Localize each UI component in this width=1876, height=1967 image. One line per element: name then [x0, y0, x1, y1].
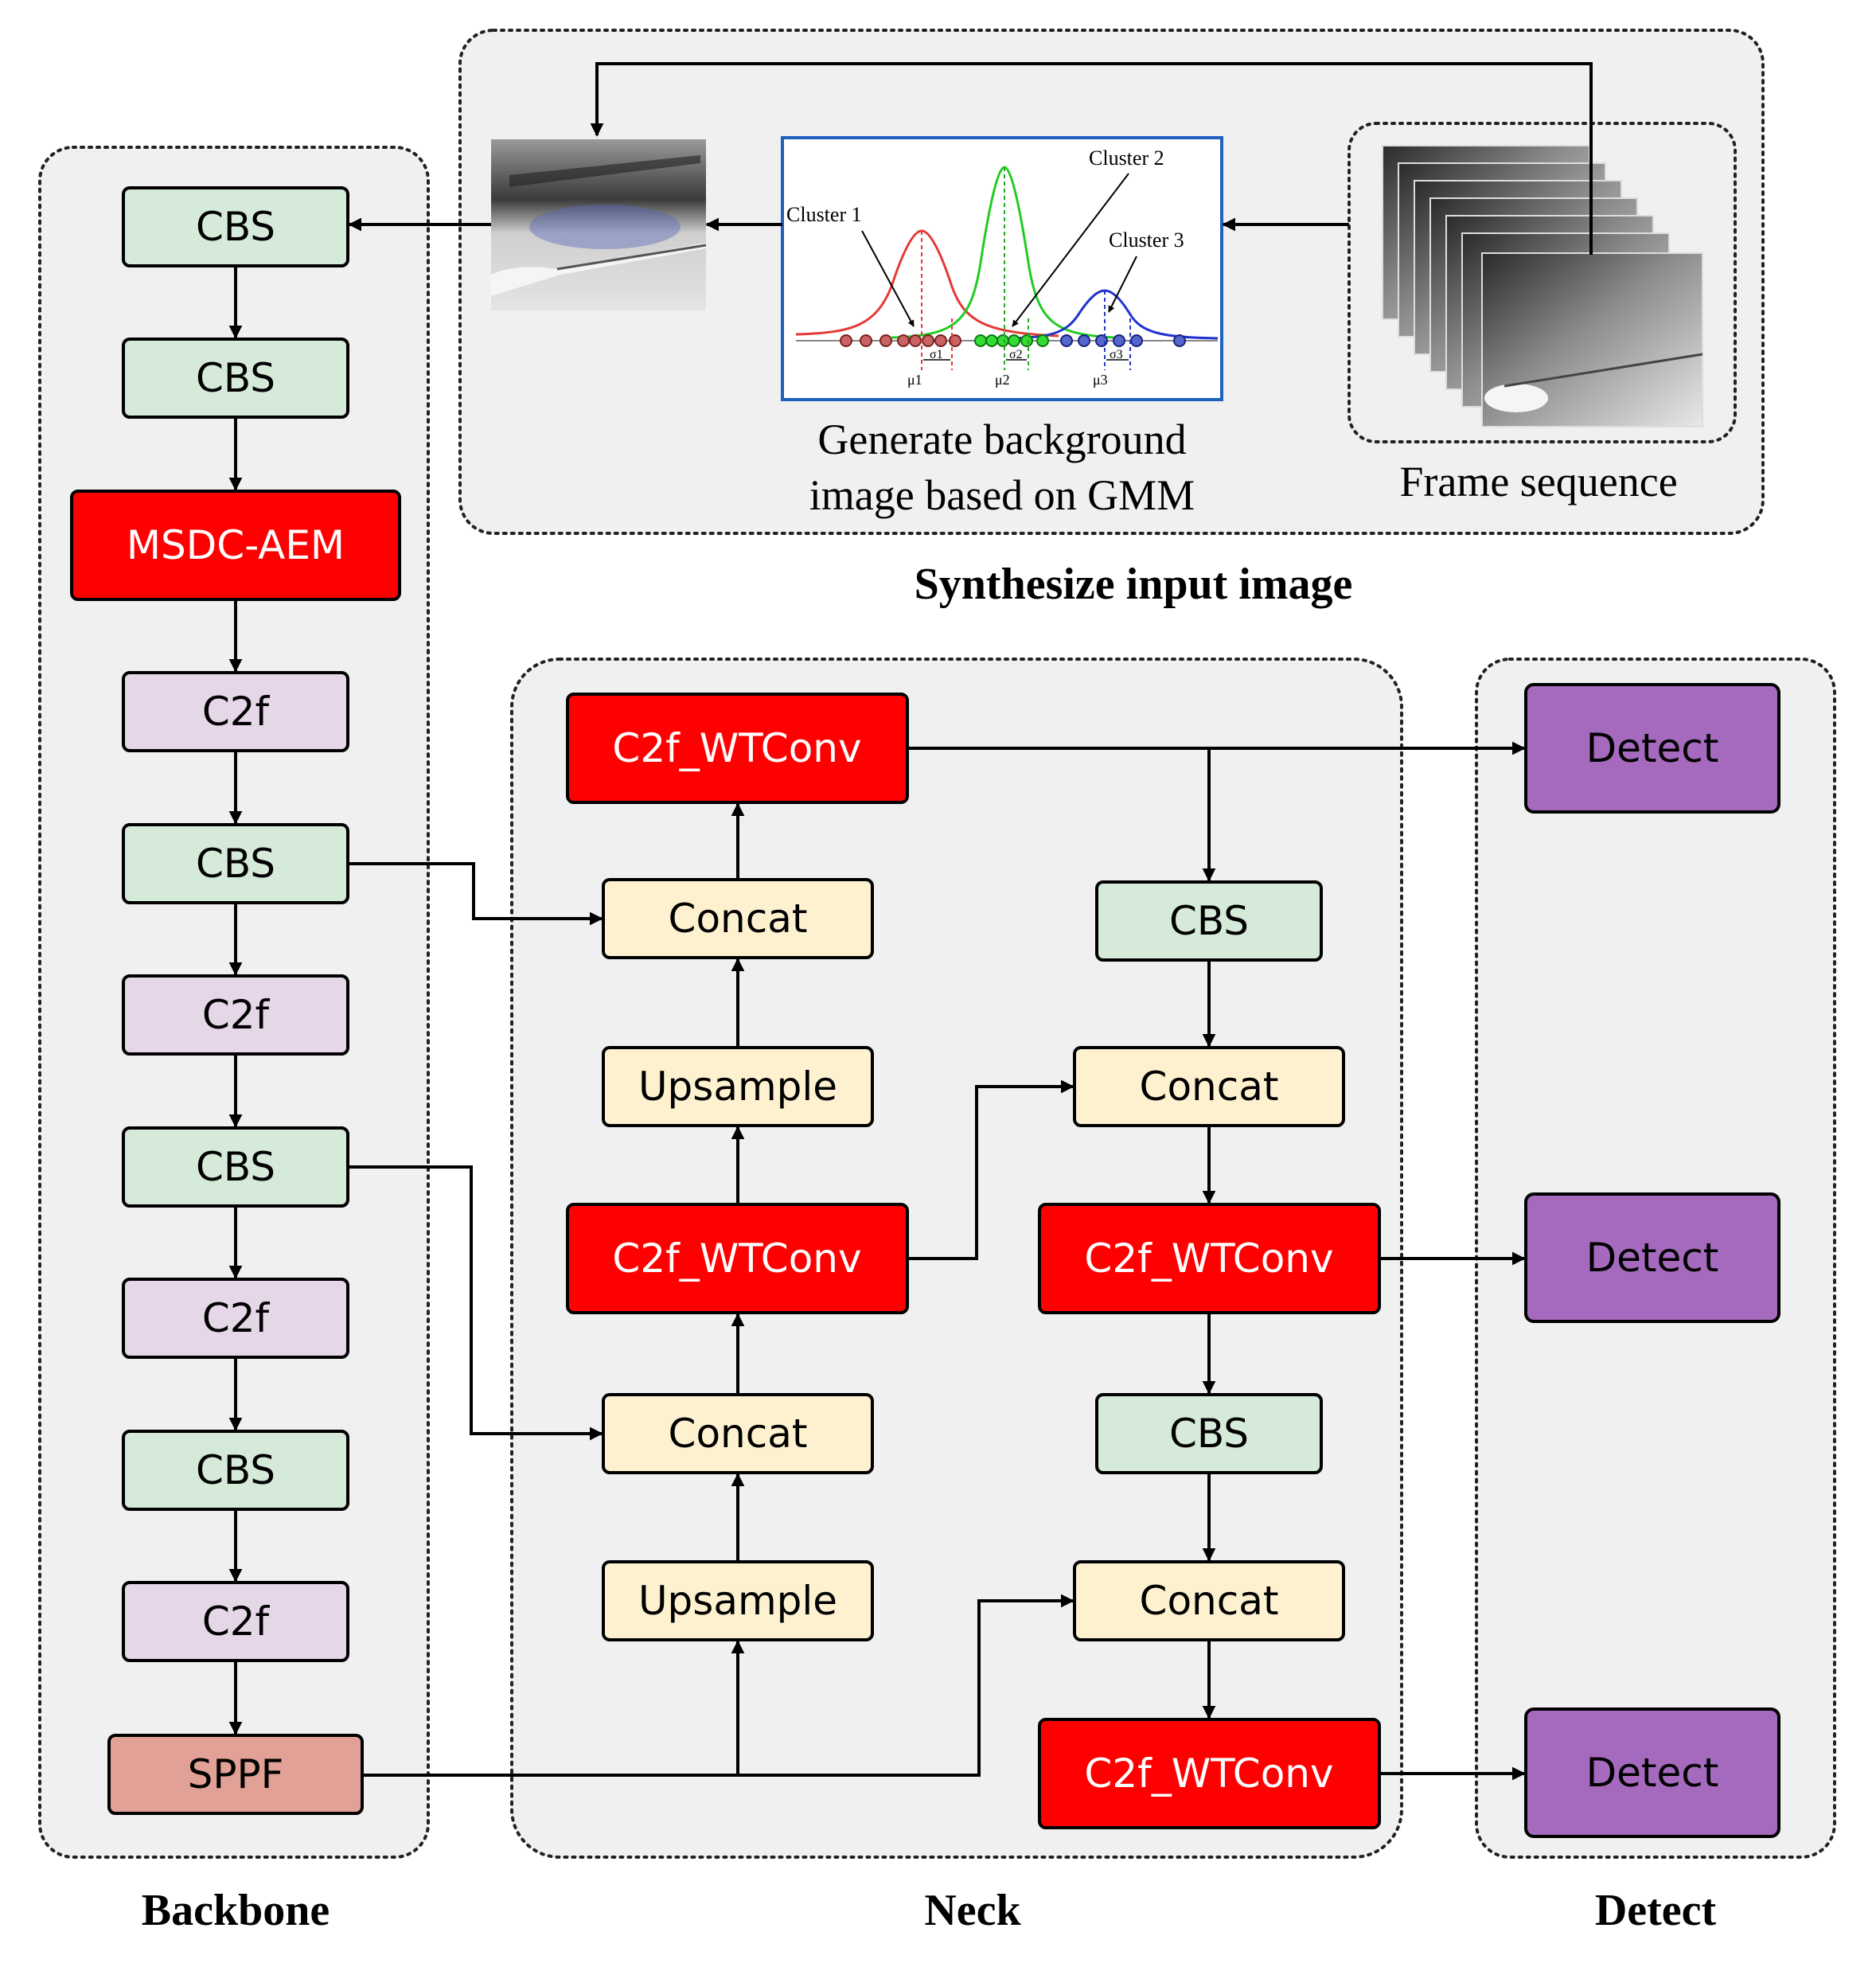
gmm-data-points	[840, 334, 1186, 347]
svg-text:CBS: CBS	[196, 1447, 275, 1493]
svg-text:C2f: C2f	[202, 1295, 271, 1341]
svg-text:C2f_WTConv: C2f_WTConv	[612, 1235, 861, 1282]
frame-sequence-stack	[1382, 145, 1703, 427]
svg-text:Detect: Detect	[1586, 725, 1719, 771]
neck-block-c2f-wtconv-mid-left: C2f_WTConv	[566, 1203, 909, 1314]
detect-block-3: Detect	[1524, 1707, 1780, 1838]
neck-right-column: CBS Concat C2f_WTConv CBS Concat C2f_WTC…	[1038, 880, 1381, 1829]
frames-caption: Frame sequence	[1399, 458, 1677, 505]
svg-text:MSDC-AEM: MSDC-AEM	[127, 522, 345, 568]
backbone-block-c2f-3: C2f	[122, 1278, 349, 1359]
backbone-block-cbs-5: CBS	[122, 1430, 349, 1511]
backbone-block-cbs-4: CBS	[122, 1126, 349, 1208]
gmm-chart: Cluster 1 Cluster 2 Cluster 3 σ1 σ2 σ3 μ…	[781, 136, 1223, 401]
backbone-block-sppf: SPPF	[107, 1734, 364, 1815]
backbone-blocks: CBS CBS MSDC-AEM C2f CBS C2f CBS C2f	[70, 186, 401, 1815]
backbone-block-c2f-1: C2f	[122, 671, 349, 752]
detect-block-2: Detect	[1524, 1192, 1780, 1323]
svg-text:Concat: Concat	[1140, 1578, 1279, 1624]
backbone-block-c2f-2: C2f	[122, 974, 349, 1056]
gmm-caption-line-2: image based on GMM	[809, 471, 1195, 519]
neck-section-title: Neck	[924, 1886, 1021, 1935]
svg-text:Detect: Detect	[1586, 1235, 1719, 1281]
neck-block-cbs-upper-right: CBS	[1095, 880, 1323, 962]
neck-block-concat-lower-left: Concat	[602, 1393, 874, 1474]
detect-section-title: Detect	[1595, 1886, 1717, 1935]
neck-block-concat-upper-left: Concat	[602, 878, 874, 959]
backbone-section-title: Backbone	[142, 1886, 330, 1935]
neck-block-c2f-wtconv-bottom-right: C2f_WTConv	[1038, 1718, 1381, 1829]
detect-block-1: Detect	[1524, 683, 1780, 814]
svg-text:C2f: C2f	[202, 1598, 271, 1645]
backbone-block-msdc-aem: MSDC-AEM	[70, 490, 401, 601]
neck-arrows	[348, 741, 1526, 1781]
svg-text:C2f_WTConv: C2f_WTConv	[1084, 1235, 1333, 1282]
backbone-block-c2f-4: C2f	[122, 1581, 349, 1662]
neck-block-concat-lower-right: Concat	[1073, 1560, 1345, 1641]
svg-text:CBS: CBS	[1169, 898, 1249, 944]
neck-block-upsample-lower: Upsample	[602, 1560, 874, 1641]
gmm-sigma-3-label: σ3	[1110, 348, 1123, 361]
synth-section-title: Synthesize input image	[915, 560, 1353, 609]
svg-text:CBS: CBS	[196, 355, 275, 401]
svg-text:C2f: C2f	[202, 689, 271, 735]
svg-text:Concat: Concat	[1140, 1064, 1279, 1110]
svg-text:Detect: Detect	[1586, 1750, 1719, 1796]
neck-block-concat-upper-right: Concat	[1073, 1046, 1345, 1127]
svg-text:Upsample: Upsample	[638, 1578, 837, 1624]
gmm-cluster-1-label: Cluster 1	[786, 203, 862, 226]
gmm-mu-3-label: μ3	[1093, 372, 1108, 388]
backbone-block-cbs-1: CBS	[122, 186, 349, 267]
svg-text:CBS: CBS	[196, 841, 275, 887]
gmm-caption-line-1: Generate background	[817, 416, 1186, 463]
gmm-sigma-2-label: σ2	[1009, 348, 1023, 361]
svg-text:C2f: C2f	[202, 992, 271, 1038]
gmm-mu-2-label: μ2	[995, 372, 1010, 388]
neck-block-c2f-wtconv-top-left: C2f_WTConv	[566, 693, 909, 804]
svg-text:CBS: CBS	[196, 1144, 275, 1190]
neck-block-c2f-wtconv-mid-right: C2f_WTConv	[1038, 1203, 1381, 1314]
backbone-block-cbs-2: CBS	[122, 338, 349, 419]
backbone-block-cbs-3: CBS	[122, 823, 349, 904]
gmm-sigma-1-label: σ1	[930, 348, 943, 361]
svg-text:Concat: Concat	[669, 896, 808, 942]
gmm-cluster-3-label: Cluster 3	[1109, 228, 1184, 252]
svg-text:SPPF: SPPF	[188, 1751, 284, 1797]
svg-text:Upsample: Upsample	[638, 1064, 837, 1110]
detect-blocks: Detect Detect Detect	[1524, 683, 1780, 1838]
neck-block-cbs-lower-right: CBS	[1095, 1393, 1323, 1474]
svg-text:C2f_WTConv: C2f_WTConv	[612, 725, 861, 771]
gmm-cluster-2-label: Cluster 2	[1089, 146, 1164, 170]
svg-text:Concat: Concat	[669, 1411, 808, 1457]
gmm-mu-1-label: μ1	[907, 372, 922, 388]
svg-text:CBS: CBS	[1169, 1411, 1249, 1457]
frames-to-background-arrow	[590, 62, 1593, 255]
background-image	[491, 139, 707, 310]
neck-block-upsample-upper: Upsample	[602, 1046, 874, 1127]
svg-text:CBS: CBS	[196, 204, 275, 250]
svg-text:C2f_WTConv: C2f_WTConv	[1084, 1750, 1333, 1797]
